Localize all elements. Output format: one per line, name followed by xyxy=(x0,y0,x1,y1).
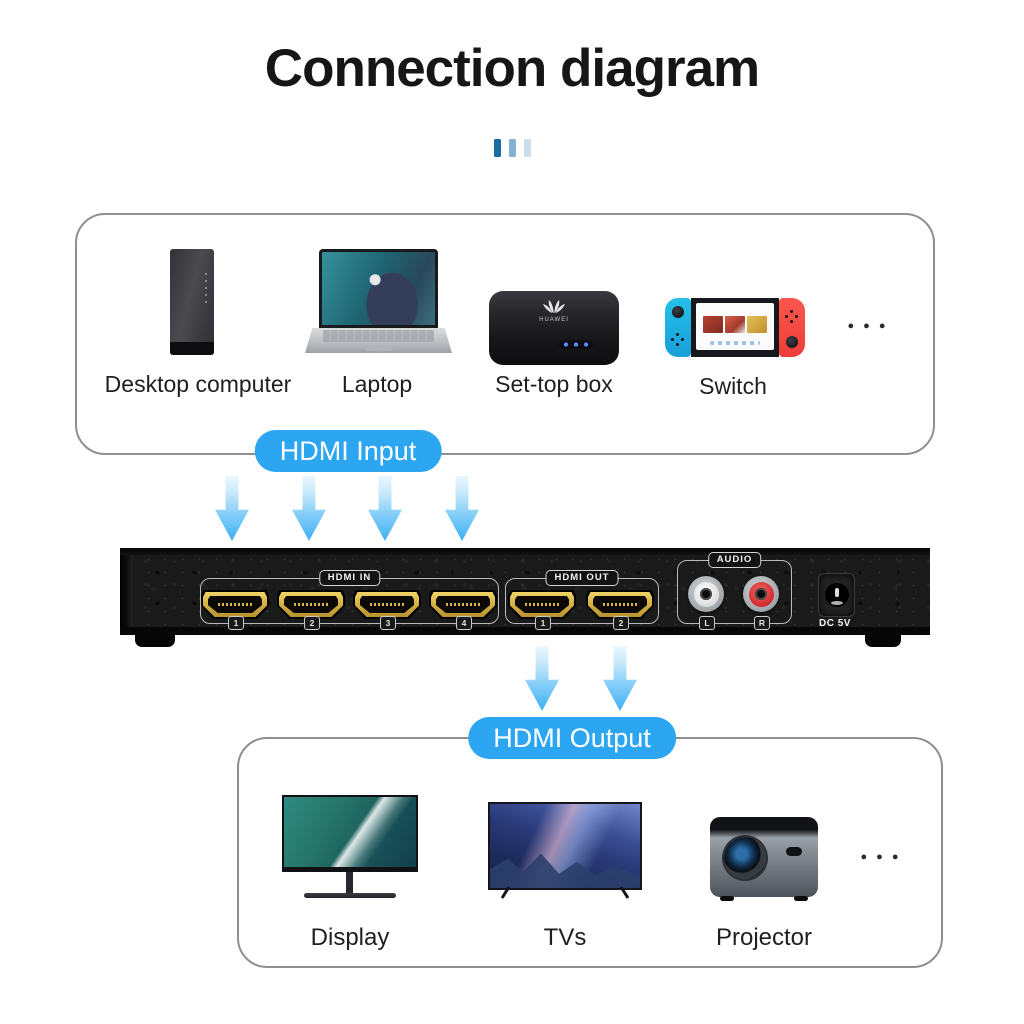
projector-foot xyxy=(794,896,808,901)
hdmi-in-port-4 xyxy=(429,590,497,619)
hdmi-in-port-1 xyxy=(201,590,269,619)
hdmi-out-group: HDMI OUT xyxy=(505,570,659,624)
hdmi-out-label: HDMI OUT xyxy=(545,570,619,586)
port-number: 4 xyxy=(456,616,472,630)
down-arrow-icon xyxy=(445,476,479,541)
port-number: 1 xyxy=(228,616,244,630)
desktop-computer-image xyxy=(170,249,214,355)
rca-red-ring xyxy=(748,581,774,607)
down-arrow-icon xyxy=(525,646,559,711)
set-top-box-leds xyxy=(559,340,593,349)
game-thumbnail xyxy=(725,316,745,333)
laptop-screen xyxy=(319,249,438,328)
tv-screen xyxy=(488,802,642,890)
title-accent-dashes xyxy=(0,139,1024,157)
game-thumbnail xyxy=(703,316,723,333)
hdmi-in-port-3 xyxy=(353,590,421,619)
huawei-logo-icon xyxy=(543,300,565,313)
audio-group: AUDIO xyxy=(677,552,792,624)
laptop-keyboard xyxy=(305,328,452,353)
device-label-desktop: Desktop computer xyxy=(104,371,292,397)
monitor-stand xyxy=(346,872,353,894)
rca-jack-right xyxy=(743,576,779,612)
hdmi-input-badge: HDMI Input xyxy=(254,430,442,472)
device-label-switch: Switch xyxy=(699,373,767,399)
set-top-box-brand: HUAWEI xyxy=(539,317,569,323)
device-bottom-edge xyxy=(120,627,930,635)
game-thumbnail xyxy=(747,316,767,333)
hdmi-in-group: HDMI IN xyxy=(200,570,499,624)
down-arrow-icon xyxy=(603,646,637,711)
rca-hole xyxy=(700,588,712,600)
projector-foot xyxy=(720,896,734,901)
rca-white-ring xyxy=(693,581,719,607)
device-label-settop: Set-top box xyxy=(495,371,613,397)
device-foot xyxy=(135,634,175,647)
audio-channel-label: L xyxy=(699,616,715,630)
port-number: 2 xyxy=(613,616,629,630)
switch-body xyxy=(691,298,779,357)
hdmi-out-port-2 xyxy=(586,590,654,619)
device-label-laptop: Laptop xyxy=(341,371,413,397)
switch-screen xyxy=(696,303,774,350)
audio-channel-label: R xyxy=(754,616,770,630)
accent-dash xyxy=(493,139,501,157)
joycon-left xyxy=(665,298,691,357)
hdmi-switch-rear-panel: HDMI IN HDMI OUT AUDIO 1 2 3 4 1 2 L R D… xyxy=(120,548,930,647)
laptop-image xyxy=(305,249,452,355)
hdmi-in-port-2 xyxy=(277,590,345,619)
monitor-base xyxy=(304,893,396,898)
device-label-projector: Projector xyxy=(715,924,813,951)
tv-image xyxy=(488,802,642,899)
device-side-edge xyxy=(120,548,133,635)
down-arrow-icon xyxy=(292,476,326,541)
more-devices-ellipsis-icon: ●●● xyxy=(847,320,895,332)
port-number: 3 xyxy=(380,616,396,630)
input-devices-panel: HUAWEI ●●● Desktop computer Laptop Set-t… xyxy=(75,213,935,455)
down-arrow-icon xyxy=(368,476,402,541)
device-label-tvs: TVs xyxy=(543,924,587,951)
hdmi-out-port-1 xyxy=(508,590,576,619)
down-arrow-icon xyxy=(215,476,249,541)
hdmi-output-badge: HDMI Output xyxy=(468,717,676,759)
nintendo-switch-image xyxy=(665,298,805,357)
dc-power-jack xyxy=(818,573,855,617)
rca-jack-left xyxy=(688,576,724,612)
hdmi-in-label: HDMI IN xyxy=(318,570,381,586)
output-devices-panel: ●●● Display TVs Projector xyxy=(237,737,943,968)
joycon-right xyxy=(779,298,805,357)
device-foot xyxy=(865,634,901,647)
set-top-box-image: HUAWEI xyxy=(489,291,619,365)
port-number: 2 xyxy=(304,616,320,630)
device-top-edge xyxy=(120,548,930,555)
accent-dash xyxy=(508,139,516,157)
monitor-screen xyxy=(282,795,418,872)
more-devices-ellipsis-icon: ●●● xyxy=(860,851,908,863)
display-monitor-image xyxy=(282,795,418,905)
projector-image xyxy=(710,817,818,901)
device-label-display: Display xyxy=(310,924,390,951)
dc-power-hole xyxy=(824,583,849,607)
port-number: 1 xyxy=(535,616,551,630)
audio-label: AUDIO xyxy=(707,552,762,568)
page-title: Connection diagram xyxy=(264,39,760,98)
dc-power-label: DC 5V xyxy=(819,618,851,629)
rca-hole xyxy=(755,588,767,600)
accent-dash xyxy=(523,139,531,157)
